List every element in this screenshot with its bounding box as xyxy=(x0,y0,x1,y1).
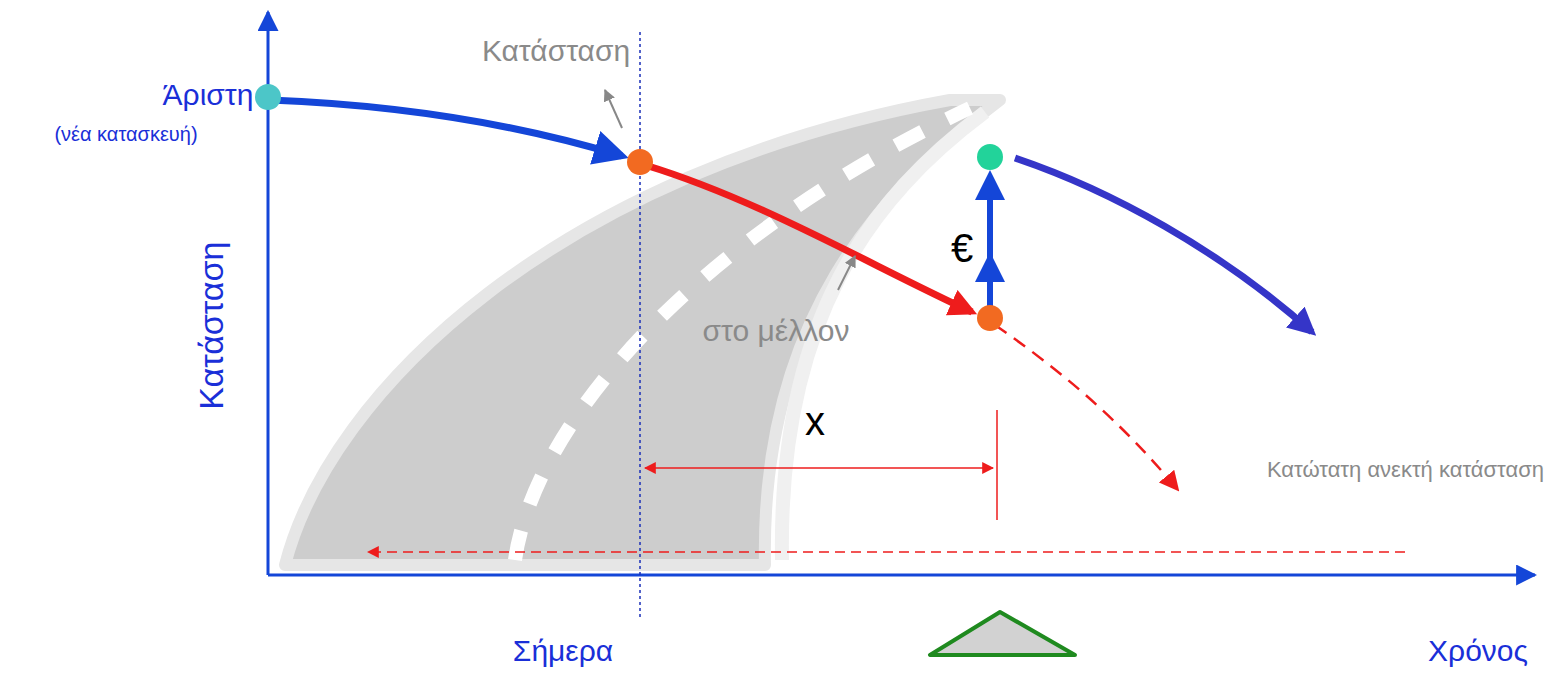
today-label: Σήμερα xyxy=(513,634,613,667)
y-axis-title: Κατάσταση xyxy=(193,242,230,410)
intervention-marker xyxy=(930,612,1075,655)
threshold-line xyxy=(368,551,1405,553)
investment-arrow xyxy=(987,258,993,306)
restored-point xyxy=(977,144,1003,170)
future-point xyxy=(977,305,1003,331)
leader-line xyxy=(605,90,622,128)
interval-label: x xyxy=(805,399,825,443)
today-condition-label: Κατάσταση xyxy=(482,34,630,67)
excellent-label: Άριστη xyxy=(163,78,254,111)
investment-arrow xyxy=(987,176,993,262)
current-point xyxy=(627,149,653,175)
cost-symbol: € xyxy=(951,226,973,270)
new-construction-label: (νέα κατασκευή) xyxy=(54,123,197,145)
threshold-label: Κατώτατη ανεκτή κατάσταση xyxy=(1265,458,1546,482)
road-illustration xyxy=(285,100,1000,565)
leader-line xyxy=(838,256,855,290)
x-axis xyxy=(268,574,1535,577)
initial-deterioration-curve xyxy=(270,100,622,156)
today-line xyxy=(639,32,641,618)
untreated-curve xyxy=(995,325,1178,490)
future-label: στο μέλλον xyxy=(703,314,850,347)
dimension-tick xyxy=(996,410,998,520)
excellent-point xyxy=(255,84,281,110)
deterioration-curve xyxy=(645,165,972,312)
post-treatment-curve xyxy=(1015,158,1312,332)
time-axis-title: Χρόνος xyxy=(1428,634,1528,667)
dimension-line xyxy=(645,467,993,469)
